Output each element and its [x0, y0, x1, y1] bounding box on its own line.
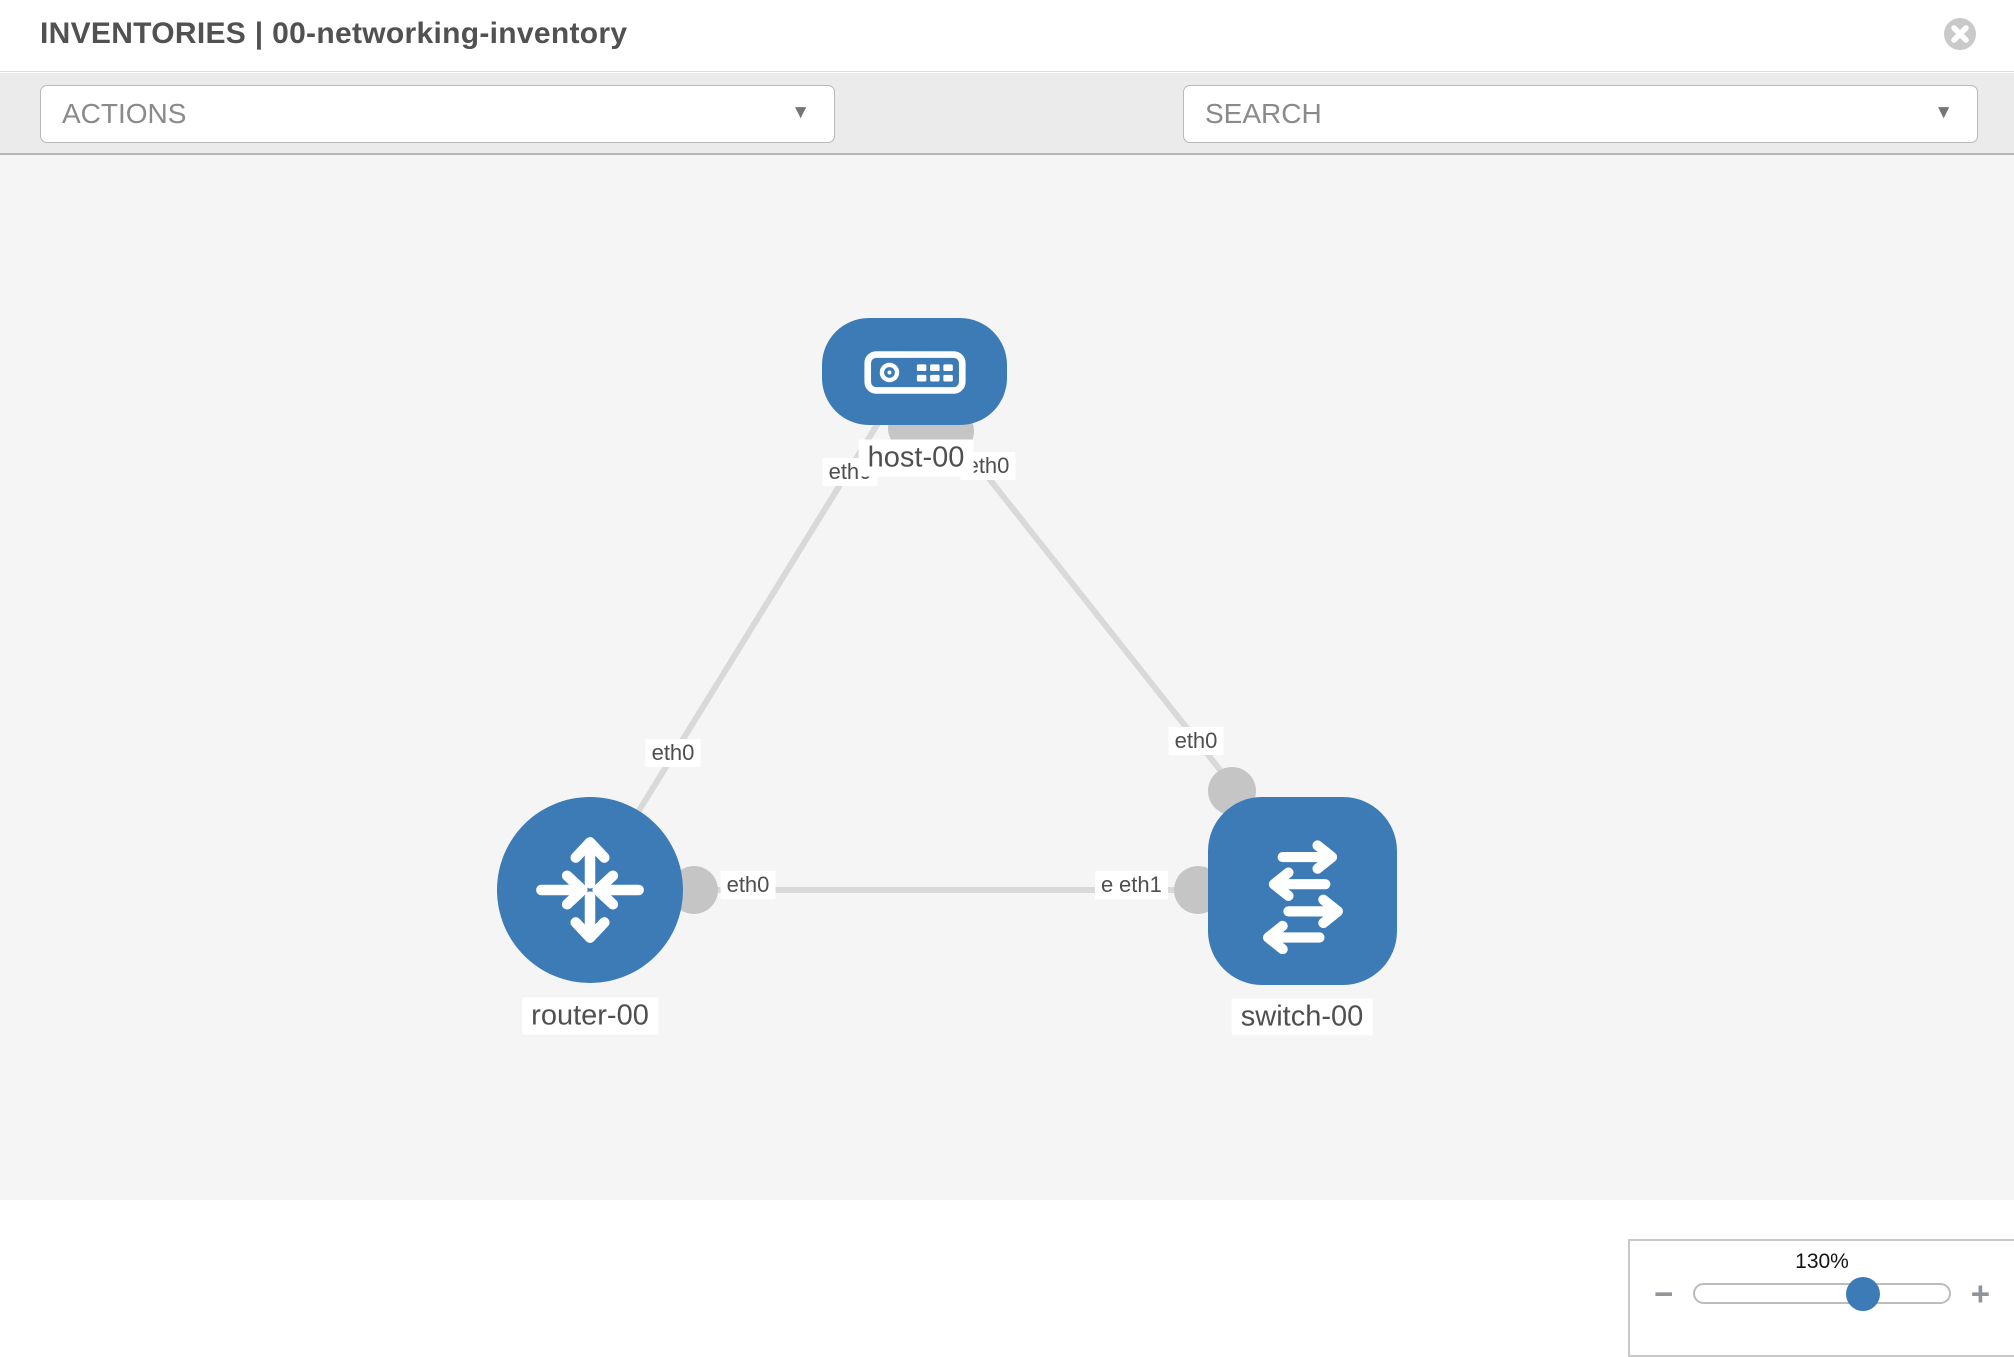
node-label-host-00: host-00: [858, 439, 974, 477]
zoom-level-label: 130%: [1795, 1250, 1849, 1273]
zoom-slider-handle[interactable]: [1845, 1276, 1880, 1311]
chevron-down-icon: ▼: [791, 102, 810, 124]
host-icon: [863, 350, 966, 394]
node-host-00[interactable]: [822, 318, 1007, 425]
zoom-out-button[interactable]: −: [1654, 1275, 1674, 1312]
router-icon: [536, 837, 644, 943]
zoom-in-button[interactable]: +: [1970, 1275, 1990, 1312]
chevron-down-icon: ▼: [1934, 102, 1953, 124]
close-icon: [1944, 18, 1976, 50]
iface-label-switch-eth0-up: eth0: [1168, 727, 1224, 755]
node-router-00[interactable]: [497, 797, 683, 983]
actions-dropdown-label: ACTIONS: [62, 98, 187, 129]
toolbar: ACTIONS ▼ SEARCH ▼: [0, 73, 2014, 201]
zoom-slider-track[interactable]: [1693, 1276, 1951, 1311]
switch-icon: [1262, 840, 1343, 954]
topology-links-layer: [587, 404, 1305, 914]
page-title: INVENTORIES | 00-networking-inventory: [40, 17, 628, 50]
actions-dropdown[interactable]: ACTIONS ▼: [40, 85, 835, 143]
iface-label-router-eth0-up: eth0: [645, 739, 701, 767]
search-placeholder: SEARCH: [1205, 98, 1322, 129]
search-dropdown[interactable]: SEARCH ▼: [1183, 85, 1978, 143]
node-switch-00[interactable]: [1208, 797, 1397, 985]
modal-header: INVENTORIES | 00-networking-inventory: [0, 0, 2014, 72]
zoom-panel: 130% − +: [1628, 1239, 2014, 1357]
iface-label-router-eth0-right: eth0: [720, 871, 776, 899]
topology-canvas[interactable]: host-00 router-00 switch-00 eth0 eth0 et…: [0, 155, 2014, 1357]
node-label-switch-00: switch-00: [1231, 998, 1373, 1036]
iface-label-switch-eth1-left: eth1: [1113, 871, 1168, 899]
close-button[interactable]: [1943, 17, 1977, 51]
node-label-router-00: router-00: [522, 997, 658, 1035]
